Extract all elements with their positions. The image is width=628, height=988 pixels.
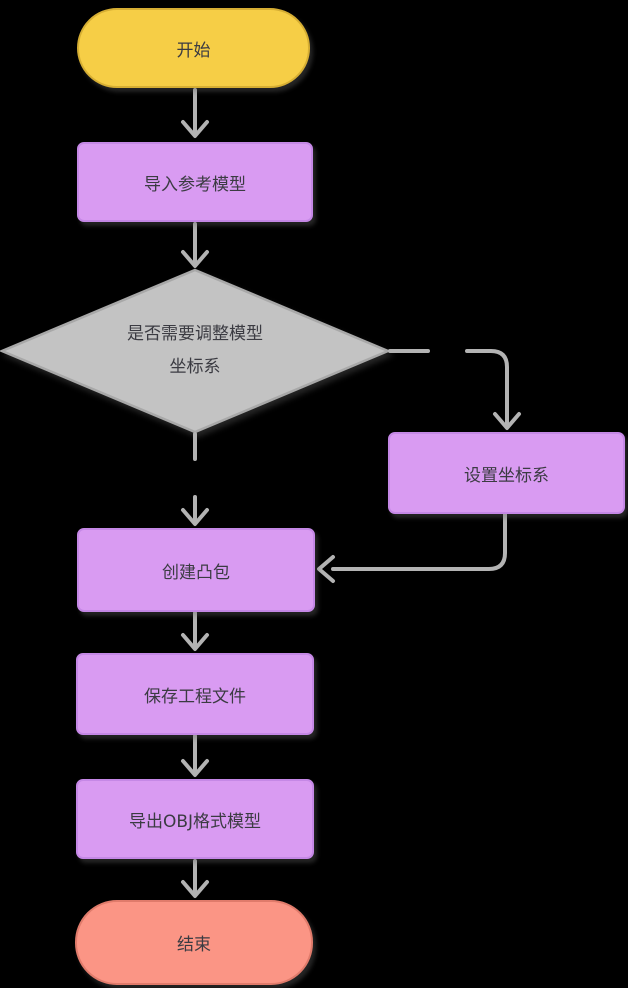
connector-start-to-import bbox=[181, 88, 209, 138]
connector-export-to-end bbox=[181, 859, 209, 898]
node-create-convex-hull-label: 创建凸包 bbox=[162, 562, 230, 583]
node-end: 结束 bbox=[75, 900, 313, 985]
connector-import-to-decision bbox=[181, 222, 209, 268]
node-start: 开始 bbox=[77, 8, 310, 88]
node-decision-label-line2: 坐标系 bbox=[169, 357, 221, 377]
node-create-convex-hull: 创建凸包 bbox=[77, 528, 315, 612]
connector-decision-to-convexhull bbox=[181, 432, 209, 526]
node-decision-adjust-coords: 是否需要调整模型 坐标系 bbox=[2, 270, 388, 432]
connector-group bbox=[181, 88, 521, 898]
node-start-label: 开始 bbox=[176, 40, 211, 61]
connector-decision-to-setcoords bbox=[388, 349, 521, 430]
node-set-coords: 设置坐标系 bbox=[388, 432, 625, 514]
node-save-project-label: 保存工程文件 bbox=[144, 686, 246, 707]
connector-save-to-export bbox=[181, 734, 209, 777]
node-save-project: 保存工程文件 bbox=[76, 653, 314, 735]
node-export-obj: 导出OBJ格式模型 bbox=[76, 779, 314, 859]
node-import-model: 导入参考模型 bbox=[77, 142, 313, 222]
node-set-coords-label: 设置坐标系 bbox=[464, 465, 549, 486]
connector-convexhull-to-save bbox=[181, 611, 209, 651]
node-end-label: 结束 bbox=[177, 935, 211, 955]
node-export-obj-label: 导出OBJ格式模型 bbox=[128, 811, 262, 832]
connector-setcoords-to-convexhull bbox=[317, 512, 507, 583]
node-import-model-label: 导入参考模型 bbox=[144, 174, 246, 195]
node-decision-label-line1: 是否需要调整模型 bbox=[127, 324, 263, 344]
